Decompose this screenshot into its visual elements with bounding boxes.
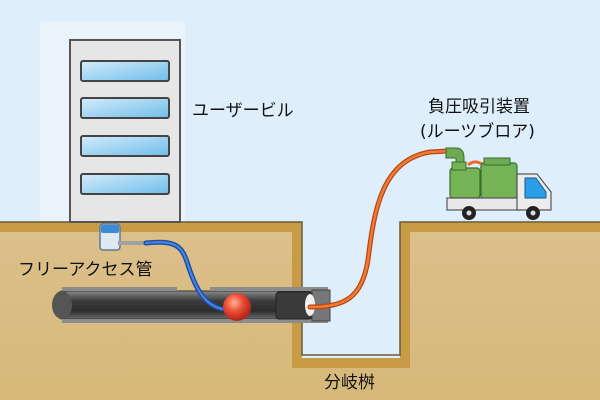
ground-surface-line xyxy=(0,221,600,356)
building-window xyxy=(80,97,170,119)
vacuum-truck xyxy=(445,147,552,220)
cleaning-ball xyxy=(223,293,251,321)
free-access-inlet xyxy=(99,223,146,251)
ground-soil-inner xyxy=(0,232,600,400)
user-building xyxy=(69,39,181,223)
label-roots-blower: (ルーツブロア) xyxy=(420,122,535,142)
truck-window xyxy=(524,177,547,199)
blower-tank xyxy=(449,167,481,199)
building-window xyxy=(80,173,170,195)
label-free-access-pipe: フリーアクセス管 xyxy=(18,260,153,280)
building-window xyxy=(80,135,170,157)
collection-tank xyxy=(480,162,518,200)
label-user-building: ユーザービル xyxy=(192,101,294,121)
building-window xyxy=(80,60,170,82)
label-branch-pit: 分岐桝 xyxy=(324,373,375,393)
label-vacuum-device: 負圧吸引装置 xyxy=(428,97,530,117)
